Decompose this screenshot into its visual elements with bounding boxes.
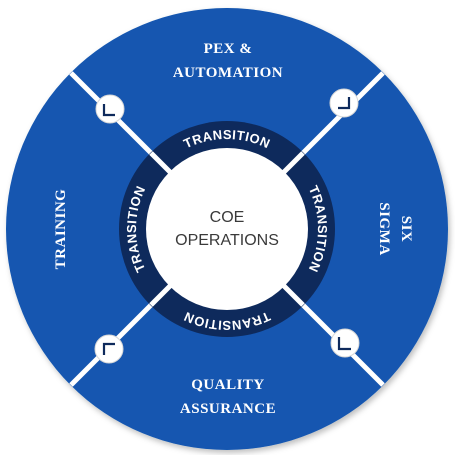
center-label-line1: COE — [210, 209, 245, 226]
segment-right-line1: SIX — [398, 216, 414, 243]
center-circle — [146, 148, 308, 310]
center-label-line2: OPERATIONS — [175, 232, 279, 249]
ring-label-left: TRANSITION — [124, 183, 148, 274]
corner-bracket-icon — [94, 334, 124, 364]
segment-bottom-line1: QUALITY — [191, 377, 265, 393]
corner-bracket-icon — [330, 328, 360, 358]
segment-top-line2: AUTOMATION — [173, 65, 283, 81]
segment-bottom-line2: ASSURANCE — [180, 401, 276, 417]
corner-bracket-icon — [95, 94, 125, 124]
corner-bracket-icon — [329, 88, 359, 118]
segment-left-line1: TRAINING — [53, 189, 69, 270]
segment-right-line2: SIGMA — [376, 202, 392, 255]
segment-top-line1: PEX & — [204, 41, 253, 57]
divider-top-right — [290, 71, 385, 166]
